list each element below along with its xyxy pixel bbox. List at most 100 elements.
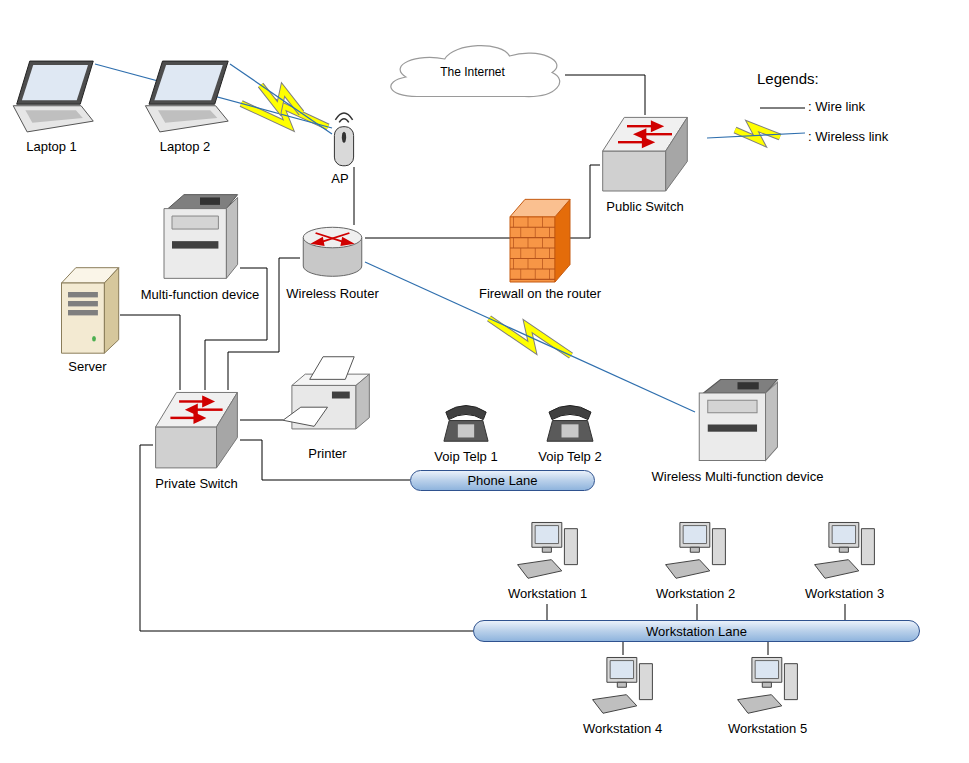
node-text: Workstation Lane [646, 624, 747, 639]
lane-band: Workstation Lane [473, 620, 920, 642]
wireless-line [365, 262, 695, 412]
legend-heading: Legends: [757, 70, 819, 87]
icon-part [645, 133, 672, 135]
icon-part [627, 125, 652, 127]
device-label: Wireless Multi-function device [651, 469, 825, 484]
fire-icon [510, 195, 570, 282]
icon-part [25, 110, 82, 122]
wire-line [845, 604, 846, 620]
icon-part [549, 406, 591, 420]
icon-part [200, 197, 220, 204]
icon-part [542, 547, 551, 552]
icon-part [172, 241, 218, 248]
icon-part [636, 130, 645, 138]
icon-part [510, 237, 555, 238]
icon-part [342, 132, 346, 143]
icon-part [513, 259, 514, 269]
server-icon [55, 265, 120, 355]
icon-part [666, 560, 710, 579]
icon-part [532, 522, 562, 547]
icon-part [510, 279, 555, 280]
wire-link [365, 238, 510, 239]
ap-device: AP [332, 105, 356, 167]
icon-part [321, 233, 350, 242]
device-label: Laptop 1 [25, 139, 78, 154]
mfd-icon [160, 190, 240, 283]
icon-part [520, 227, 521, 237]
icon-part [520, 248, 521, 258]
icon-part [510, 227, 555, 228]
router-device: Wireless Router [300, 225, 365, 282]
icon-part [547, 421, 593, 442]
ws-icon [590, 655, 655, 717]
ws-device: Workstation 3 [801, 520, 888, 604]
icon-part [607, 657, 637, 682]
sw-device: Public Switch [600, 115, 690, 195]
wire-line [240, 440, 410, 480]
icon-part [652, 122, 661, 130]
icon-part [172, 216, 218, 229]
wire-link [240, 440, 410, 480]
icon-part [342, 238, 352, 245]
wireless-line [230, 64, 332, 134]
icon-part [535, 227, 536, 237]
icon-part [391, 46, 560, 97]
lane-band: Phone Lane [410, 470, 595, 491]
icon-part [334, 127, 353, 166]
device-label: Voip Telp 2 [537, 449, 602, 464]
sw-device: Private Switch [153, 390, 240, 472]
icon-part [549, 248, 550, 258]
icon-part [68, 292, 98, 297]
icon-part [444, 421, 488, 442]
wire-link [354, 167, 355, 225]
wire-link [565, 75, 645, 115]
device-label: Printer [307, 446, 347, 461]
icon-part [158, 110, 217, 122]
icon-part [513, 238, 514, 248]
icon-part [510, 248, 555, 249]
icon-part [510, 217, 555, 282]
wire-line [768, 642, 769, 655]
router-icon [300, 225, 365, 282]
device-label: Workstation 4 [582, 721, 663, 736]
wire-line [120, 315, 180, 390]
wire-link [547, 604, 548, 620]
device-label: Workstation 1 [507, 586, 588, 601]
icon-part [446, 406, 486, 420]
icon-part [164, 209, 226, 279]
icon-part [104, 268, 118, 354]
icon-part [832, 526, 855, 544]
node-text: The Internet [440, 65, 505, 80]
icon-part [68, 301, 98, 306]
device-label: Wireless Router [285, 286, 379, 301]
printer-icon [283, 355, 372, 442]
icon-part [226, 197, 237, 278]
icon-part [313, 238, 323, 245]
icon-part [149, 61, 228, 104]
icon-part [510, 258, 555, 259]
icon-part [829, 522, 859, 547]
device-label: AP [330, 171, 349, 186]
laptop-icon [140, 58, 230, 135]
phone-icon [442, 398, 490, 445]
icon-part [310, 357, 355, 380]
icon-part [839, 547, 848, 552]
fire-device: Firewall on the router [510, 195, 570, 282]
icon-part [643, 138, 652, 146]
icon-part [535, 526, 558, 544]
icon-part [13, 106, 93, 132]
cloud-device: The Internet [380, 35, 565, 110]
wire-line [565, 75, 645, 115]
ws-device: Workstation 1 [504, 520, 591, 604]
legend-text: : Wireless link [808, 130, 888, 145]
device-label: Private Switch [154, 476, 238, 491]
wireless-link [365, 262, 695, 412]
wire-line [623, 642, 624, 655]
icon-part [815, 560, 859, 579]
icon-part [518, 560, 562, 579]
icon-part [704, 380, 778, 394]
ws-device: Workstation 2 [652, 520, 739, 604]
wire-line [547, 604, 548, 620]
